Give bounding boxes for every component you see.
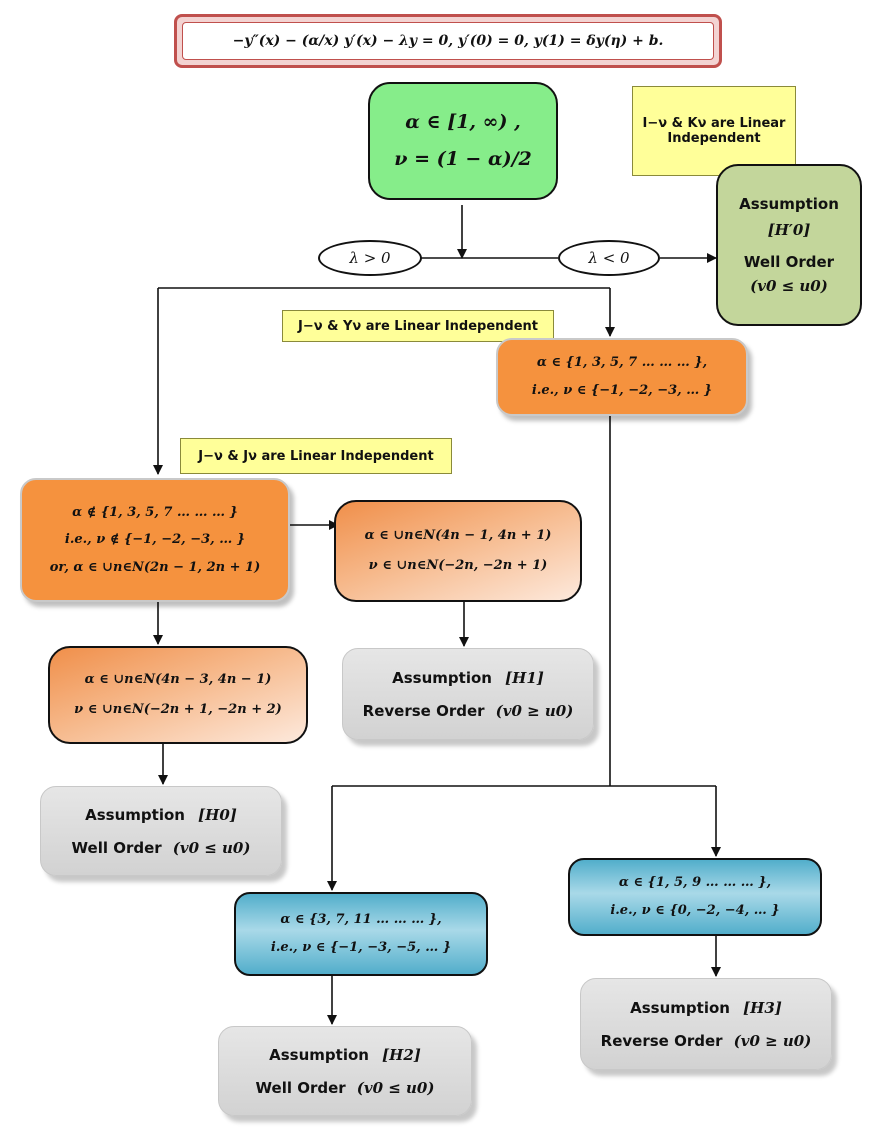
assumption-H0prime-order: Well Order	[743, 253, 835, 271]
assumption-H1-relation: (v0 ≥ u0)	[495, 702, 574, 720]
assumption-H2-row2: Well Order (v0 ≤ u0)	[256, 1078, 435, 1097]
assumption-H2-row1: Assumption [H2]	[269, 1045, 421, 1064]
interval-4n-minus: α ∈ ∪n∈N(4n − 3, 4n − 1) ν ∈ ∪n∈N(−2n + …	[48, 646, 308, 744]
not-odd-alpha-set: α ∉ {1, 3, 5, 7 … … … } i.e., ν ∉ {−1, −…	[20, 478, 290, 602]
assumption-H3-box: Assumption [H3] Reverse Order (v0 ≥ u0)	[580, 978, 832, 1070]
odd-set-line2: i.e., ν ∈ {−1, −2, −3, … }	[531, 383, 713, 398]
assumption-H2-box: Assumption [H2] Well Order (v0 ≤ u0)	[218, 1026, 472, 1116]
assumption-H3-title: Assumption	[630, 999, 730, 1017]
lambda-positive-label: λ > 0	[349, 249, 391, 267]
assumption-H2-relation: (v0 ≤ u0)	[356, 1079, 435, 1097]
set-159-line1: α ∈ {1, 5, 9 … … … },	[618, 875, 772, 891]
assumption-H0-tag: [H0]	[198, 806, 237, 824]
assumption-H1-box: Assumption [H1] Reverse Order (v0 ≥ u0)	[342, 648, 594, 740]
odd-alpha-set: α ∈ {1, 3, 5, 7 … … … }, i.e., ν ∈ {−1, …	[496, 338, 748, 416]
assumption-H0prime-relation: (v0 ≤ u0)	[750, 277, 828, 295]
set-3711-line2: i.e., ν ∈ {−1, −3, −5, … }	[270, 940, 452, 955]
assumption-H0-relation: (v0 ≤ u0)	[172, 839, 251, 857]
not-odd-line3: or, α ∈ ∪n∈N(2n − 1, 2n + 1)	[49, 559, 261, 575]
note-I-K-text: I−ν & Kν are Linear Independent	[642, 116, 786, 146]
assumption-H0-box: Assumption [H0] Well Order (v0 ≤ u0)	[40, 786, 282, 876]
assumption-H0-title: Assumption	[85, 806, 185, 824]
assumption-H3-row2: Reverse Order (v0 ≥ u0)	[601, 1031, 812, 1050]
lambda-negative-label: λ < 0	[588, 249, 630, 267]
odd-set-line1: α ∈ {1, 3, 5, 7 … … … },	[536, 355, 708, 371]
assumption-H3-relation: (v0 ≥ u0)	[733, 1032, 812, 1050]
assumption-H2-title: Assumption	[269, 1046, 369, 1064]
not-odd-line2: i.e., ν ∉ {−1, −2, −3, … }	[64, 532, 246, 548]
equation-text: −y″(x) − (α/x) y′(x) − λy = 0, y′(0) = 0…	[232, 32, 664, 49]
assumption-H2-tag: [H2]	[382, 1046, 421, 1064]
note-J-J-text: J−ν & Jν are Linear Independent	[198, 448, 434, 464]
assumption-H1-row2: Reverse Order (v0 ≥ u0)	[363, 701, 574, 720]
set-3711-line1: α ∈ {3, 7, 11 … … … },	[280, 912, 442, 928]
alpha-set-1-5-9: α ∈ {1, 5, 9 … … … }, i.e., ν ∈ {0, −2, …	[568, 858, 822, 936]
assumption-H1-title: Assumption	[392, 669, 492, 687]
assumption-H0prime-box: Assumption [H′0] Well Order (v0 ≤ u0)	[716, 164, 862, 326]
assumption-H0-row2: Well Order (v0 ≤ u0)	[72, 838, 251, 857]
interval-minus-line2: ν ∈ ∪n∈N(−2n + 1, −2n + 2)	[74, 702, 282, 717]
assumption-H3-row1: Assumption [H3]	[630, 998, 782, 1017]
branch-lambda-negative: λ < 0	[558, 240, 660, 276]
alpha-range: α ∈ [1, ∞) ,	[405, 111, 521, 134]
assumption-H3-order: Reverse Order	[600, 1032, 723, 1050]
interval-minus-line1: α ∈ ∪n∈N(4n − 3, 4n − 1)	[84, 672, 272, 688]
note-J-Y-independent: J−ν & Yν are Linear Independent	[282, 310, 554, 342]
alpha-nu-node: α ∈ [1, ∞) , ν = (1 − α)/2	[368, 82, 558, 200]
equation-frame: −y″(x) − (α/x) y′(x) − λy = 0, y′(0) = 0…	[174, 14, 722, 68]
assumption-H0prime-tag: [H′0]	[767, 221, 811, 239]
assumption-H1-row1: Assumption [H1]	[392, 668, 544, 687]
assumption-H1-order: Reverse Order	[362, 702, 485, 720]
branch-lambda-positive: λ > 0	[318, 240, 422, 276]
assumption-H0-row1: Assumption [H0]	[85, 805, 237, 824]
assumption-H2-order: Well Order	[255, 1079, 346, 1097]
interval-4n-plus: α ∈ ∪n∈N(4n − 1, 4n + 1) ν ∈ ∪n∈N(−2n, −…	[334, 500, 582, 602]
alpha-set-3-7-11: α ∈ {3, 7, 11 … … … }, i.e., ν ∈ {−1, −3…	[234, 892, 488, 976]
note-I-K-independent: I−ν & Kν are Linear Independent	[632, 86, 796, 176]
assumption-H1-tag: [H1]	[505, 669, 544, 687]
not-odd-line1: α ∉ {1, 3, 5, 7 … … … }	[72, 504, 238, 520]
note-J-Y-text: J−ν & Yν are Linear Independent	[298, 318, 538, 334]
interval-plus-line2: ν ∈ ∪n∈N(−2n, −2n + 1)	[368, 558, 548, 573]
note-J-J-independent: J−ν & Jν are Linear Independent	[180, 438, 452, 474]
assumption-H3-tag: [H3]	[743, 999, 782, 1017]
nu-formula: ν = (1 − α)/2	[394, 148, 532, 170]
assumption-H0prime-title: Assumption	[739, 195, 839, 213]
equation-inner: −y″(x) − (α/x) y′(x) − λy = 0, y′(0) = 0…	[182, 22, 714, 60]
set-159-line2: i.e., ν ∈ {0, −2, −4, … }	[610, 903, 780, 918]
interval-plus-line1: α ∈ ∪n∈N(4n − 1, 4n + 1)	[364, 528, 552, 544]
assumption-H0-order: Well Order	[71, 839, 162, 857]
